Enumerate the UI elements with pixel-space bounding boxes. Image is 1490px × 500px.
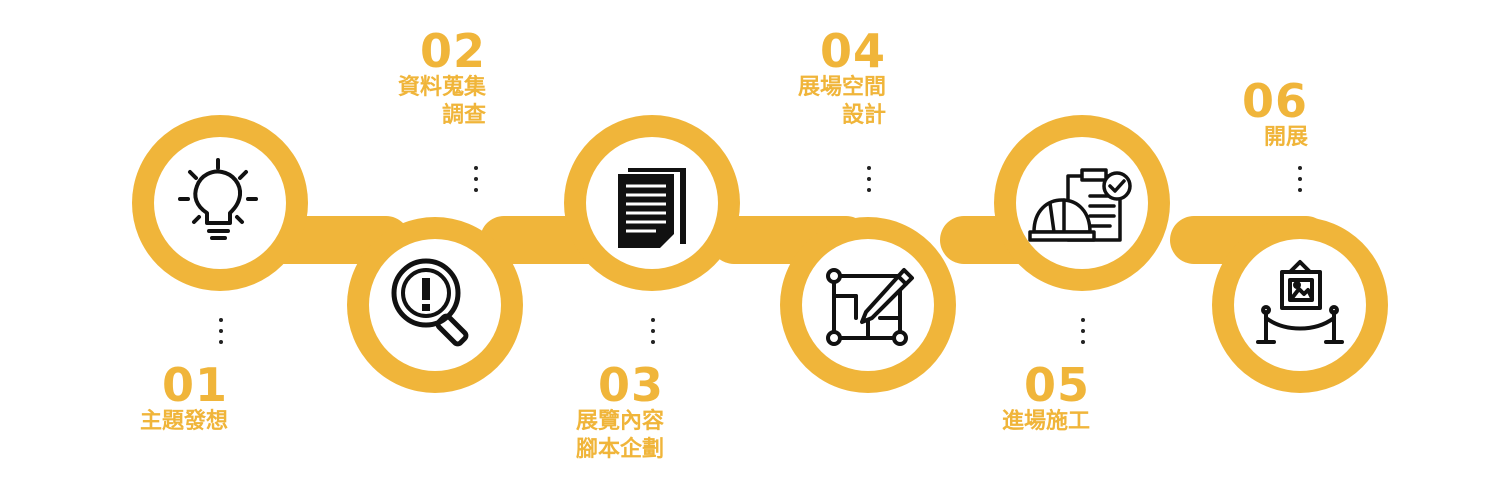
- circle-inner-04: [802, 239, 934, 371]
- circle-inner-01: [154, 137, 286, 269]
- step-number: 05: [1023, 358, 1090, 412]
- step-label-line-2: 設計: [841, 103, 886, 128]
- leader-dots-06: [1298, 166, 1302, 199]
- exhibit-frame-icon: [1256, 260, 1344, 344]
- step-number: 02: [419, 24, 486, 78]
- leader-dots-01: [219, 318, 223, 351]
- step-number: 01: [161, 358, 228, 412]
- step-label-line-2: 腳本企劃: [575, 437, 664, 462]
- leader-dots-04: [867, 166, 871, 199]
- blueprint-pencil-icon: [826, 268, 914, 346]
- step-label-line-1: 展覽內容: [575, 409, 664, 434]
- step-label-line-1: 資料蒐集: [397, 75, 486, 100]
- step-number: 03: [597, 358, 664, 412]
- step-05: 05 進場施工: [1002, 362, 1090, 436]
- step-06: 06 開展: [1242, 78, 1308, 152]
- magnifier-alert-icon: [391, 258, 469, 347]
- step-label: 主題發想: [139, 409, 228, 434]
- step-label-line-2: 調查: [441, 103, 486, 128]
- step-04: 04 展場空間 設計: [798, 28, 886, 130]
- circle-inner-02: [369, 239, 501, 371]
- step-number: 06: [1241, 74, 1308, 128]
- step-label: 進場施工: [1001, 409, 1090, 434]
- documents-icon: [618, 168, 686, 248]
- step-03: 03 展覽內容 腳本企劃: [576, 362, 664, 464]
- step-label-line-1: 展場空間: [797, 75, 886, 100]
- leader-dots-02: [474, 166, 478, 199]
- circle-inner-06: [1234, 239, 1366, 371]
- leader-dots-03: [651, 318, 655, 351]
- step-label: 開展: [1263, 125, 1308, 150]
- step-01: 01 主題發想: [140, 362, 228, 436]
- lightbulb-icon: [178, 158, 258, 240]
- step-02: 02 資料蒐集 調查: [398, 28, 486, 130]
- step-number: 04: [819, 24, 886, 78]
- hardhat-clipboard-icon: [1028, 168, 1132, 242]
- leader-dots-05: [1081, 318, 1085, 351]
